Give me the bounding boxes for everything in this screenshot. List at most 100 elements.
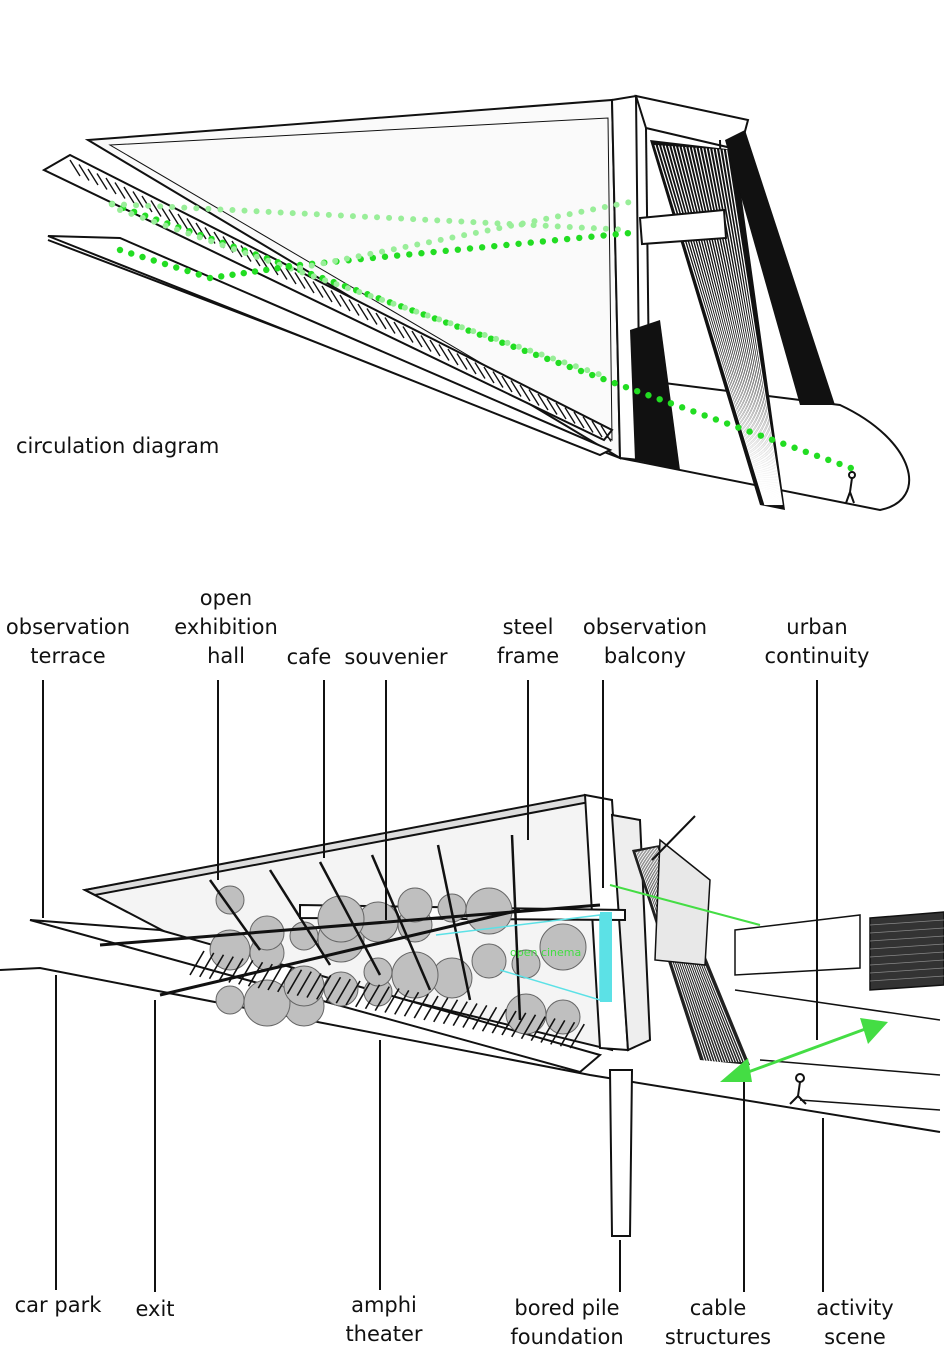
glazing-mullions (208, 834, 522, 1021)
path-dot (612, 231, 619, 238)
amphi-steps (189, 950, 585, 1049)
stair-tread (114, 182, 126, 199)
floor-line (869, 975, 944, 982)
floor-line (869, 951, 944, 958)
path-dot (253, 253, 260, 260)
path-dot (622, 383, 630, 391)
mullion (510, 834, 522, 1021)
path-dot (301, 210, 308, 217)
label-line: terrace (30, 644, 106, 668)
path-dot (847, 464, 854, 472)
stair-tread (105, 177, 117, 195)
path-dot (510, 343, 517, 350)
path-dot (476, 331, 484, 338)
path-dot (193, 205, 200, 212)
path-dot (414, 241, 421, 248)
path-dot (367, 250, 374, 257)
label-line: structures (664, 1325, 772, 1349)
tree-crown (243, 979, 291, 1027)
label-line: steel (502, 615, 554, 639)
label-line: hall (207, 644, 245, 668)
path-dot (277, 209, 284, 216)
step (277, 967, 293, 993)
label-line: observation (582, 615, 708, 639)
stair-tread (546, 398, 558, 415)
path-dot (508, 222, 515, 229)
path-dot (458, 324, 465, 331)
step (569, 1023, 585, 1049)
path-dot (555, 359, 562, 367)
path-dot (128, 210, 135, 217)
lower-deck (47, 235, 613, 457)
path-dot (589, 371, 596, 379)
path-dot (595, 371, 602, 378)
step (335, 978, 351, 1004)
label-exit: exit (75, 1295, 235, 1324)
step (501, 1010, 517, 1036)
mullion (318, 861, 382, 976)
path-dot (173, 226, 180, 233)
stair-tread (339, 294, 351, 312)
stair-tread (87, 168, 99, 186)
path-dot (299, 269, 306, 276)
stair-tread (132, 191, 144, 208)
path-dot (454, 246, 462, 253)
stair-tread (429, 339, 441, 357)
path-dot (240, 269, 247, 277)
path-dot (645, 392, 652, 399)
path-dot (836, 460, 843, 468)
floor-line (869, 919, 944, 926)
label-cafe: cafe (229, 643, 389, 672)
label-line: continuity (764, 644, 870, 668)
path-dot (614, 226, 621, 233)
path-dot (390, 300, 397, 307)
path-dot (430, 248, 437, 256)
path-dot (566, 223, 573, 230)
path-dot (133, 202, 140, 209)
tree-crown (539, 923, 587, 971)
cable-line (674, 146, 771, 506)
path-dot (169, 204, 176, 211)
path-dot (496, 225, 503, 232)
path-dot (332, 257, 339, 264)
path-dot (208, 238, 215, 245)
step (472, 1004, 488, 1030)
label-line: car park (14, 1293, 102, 1317)
stair-tread (321, 285, 333, 303)
path-dot (116, 246, 124, 254)
path-dot (263, 266, 270, 274)
path-dot (195, 271, 202, 278)
person-figure-top (845, 471, 856, 504)
path-dot (527, 347, 534, 354)
tree-crown (391, 951, 439, 999)
cable-line (678, 146, 772, 506)
stair-tread (501, 375, 513, 393)
path-dot (515, 343, 522, 350)
path-dot (139, 253, 146, 261)
path-dot (538, 351, 545, 358)
path-dot (735, 424, 742, 431)
path-dot (422, 216, 429, 223)
floor-line (869, 943, 944, 950)
stair-tread (294, 272, 306, 289)
tower-block-grid (869, 919, 944, 982)
mullion (370, 854, 432, 991)
path-dot (780, 440, 787, 447)
path-dot (436, 316, 443, 323)
path-dot (723, 420, 731, 427)
label-line: bored pile (514, 1296, 620, 1320)
path-dot (701, 412, 708, 419)
path-dot (344, 285, 351, 292)
path-dot (494, 220, 501, 227)
path-dot (487, 335, 495, 342)
cable-line (715, 148, 781, 506)
label-line: exit (135, 1297, 175, 1321)
caption-circulation-diagram: circulation diagram (16, 434, 220, 458)
path-dot (139, 214, 146, 221)
path-dot (532, 351, 540, 359)
